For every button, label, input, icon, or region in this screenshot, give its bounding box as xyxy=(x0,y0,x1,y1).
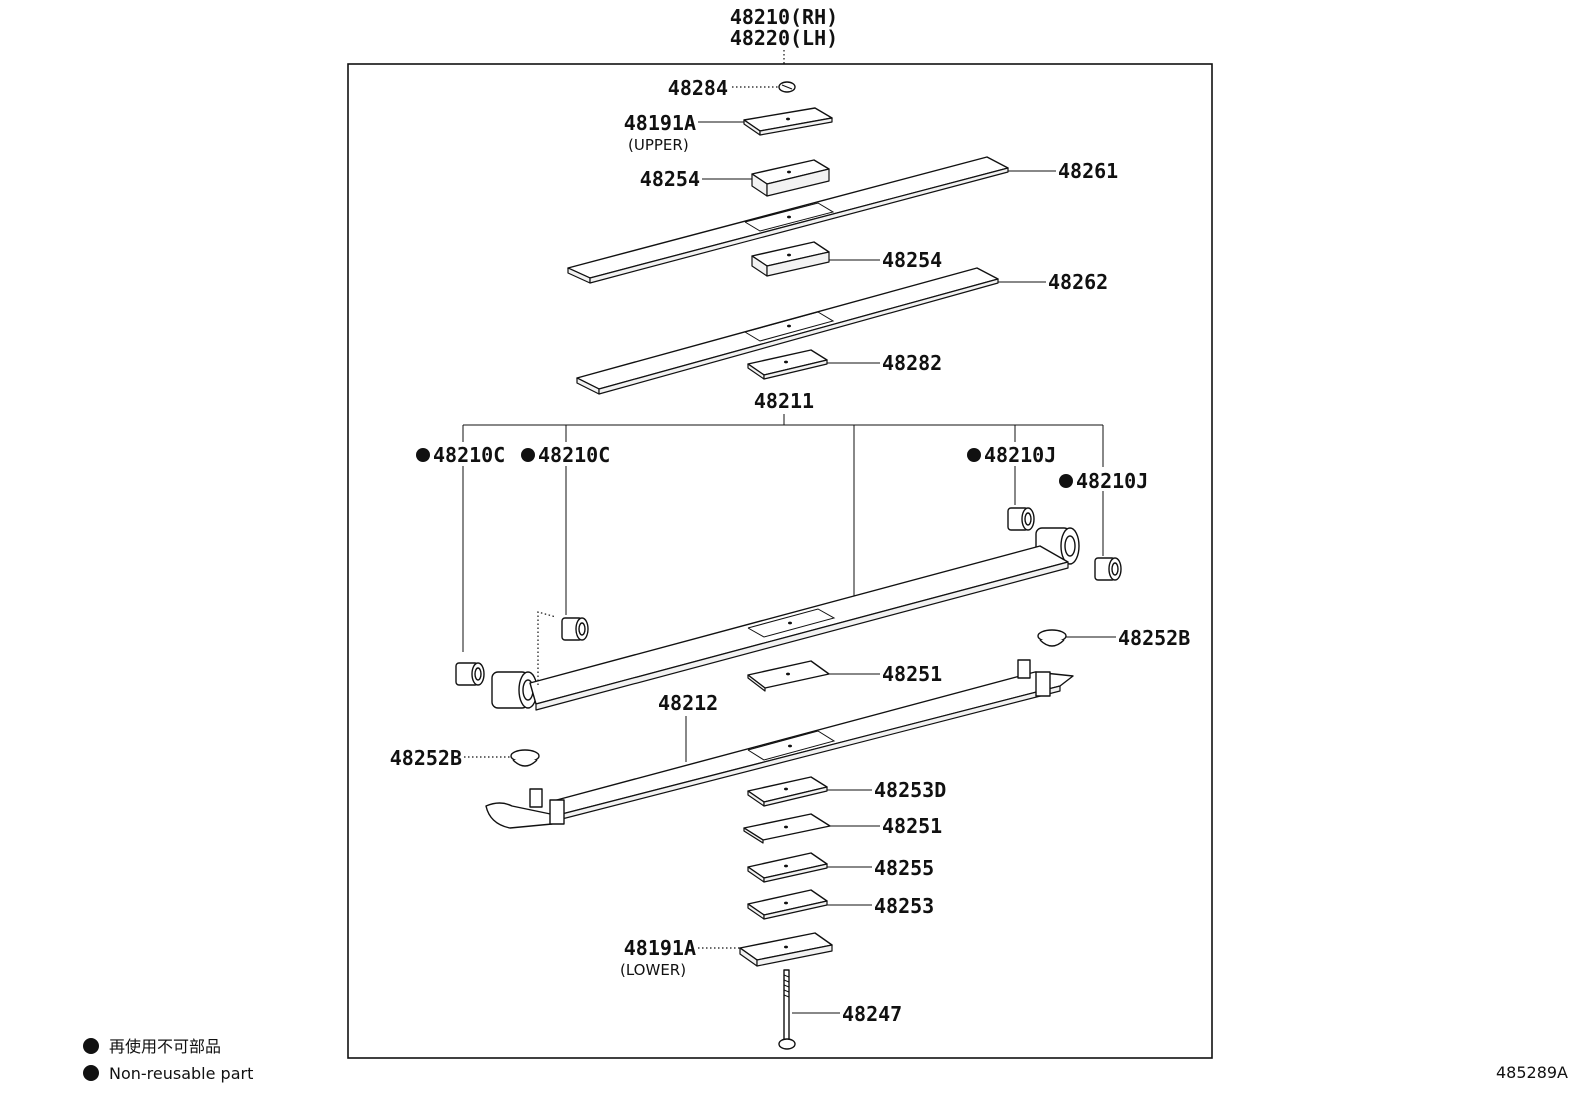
bushing-c-outer-label[interactable]: 48210C xyxy=(433,443,505,467)
spacer-label[interactable]: 48282 xyxy=(882,351,942,375)
non-reusable-mark xyxy=(521,448,535,462)
center-bolt-part xyxy=(778,969,796,1050)
main-leaf-label[interactable]: 48211 xyxy=(754,389,814,413)
liner-upper-part xyxy=(747,660,830,692)
bumper-left-label[interactable]: 48252B xyxy=(390,746,462,770)
plate-55-part xyxy=(747,852,828,883)
plate-55-label[interactable]: 48255 xyxy=(874,856,934,880)
bushing-j-outer-label[interactable]: 48210J xyxy=(1076,469,1148,493)
legend-mark-en xyxy=(83,1065,99,1081)
main-leaf-bracket xyxy=(462,414,1104,598)
upper-seat-part xyxy=(743,107,833,136)
pad-d-part xyxy=(747,776,828,807)
bumper-left-part xyxy=(510,749,540,767)
pad-part xyxy=(747,889,828,920)
bushing-c-inner-label[interactable]: 48210C xyxy=(538,443,610,467)
diagram-code: 485289A xyxy=(1496,1063,1568,1082)
leaf-48261-label[interactable]: 48261 xyxy=(1058,159,1118,183)
bumper-right-part xyxy=(1037,629,1067,647)
liner-upper-label[interactable]: 48251 xyxy=(882,662,942,686)
non-reusable-mark xyxy=(416,448,430,462)
leaf-48261-part xyxy=(567,156,1009,284)
diagram-frame xyxy=(347,63,1213,1059)
bushing-c-inner-part xyxy=(561,617,589,641)
pad-d-label[interactable]: 48253D xyxy=(874,778,946,802)
helper-leaf-part xyxy=(485,659,1074,829)
bushing-c-outer-part xyxy=(455,662,485,686)
main-leaf-part xyxy=(491,527,1080,711)
upper-clip-part xyxy=(751,159,830,197)
lower-seat-part xyxy=(739,932,833,967)
upper-seat-label[interactable]: 48191A xyxy=(624,111,696,135)
bushing-j-inner-part xyxy=(1007,507,1035,531)
assembly-part-rh[interactable]: 48210(RH) xyxy=(730,5,838,29)
non-reusable-mark xyxy=(1059,474,1073,488)
legend-mark-jp xyxy=(83,1038,99,1054)
nut-label[interactable]: 48284 xyxy=(668,76,728,100)
center-bolt-label[interactable]: 48247 xyxy=(842,1002,902,1026)
bushing-j-inner-label[interactable]: 48210J xyxy=(984,443,1056,467)
pad-label[interactable]: 48253 xyxy=(874,894,934,918)
bushing-j-outer-part xyxy=(1094,557,1122,581)
upper-seat-note: (UPPER) xyxy=(628,136,689,154)
assembly-part-lh[interactable]: 48220(LH) xyxy=(730,26,838,50)
non-reusable-mark xyxy=(967,448,981,462)
legend-text-jp: 再使用不可部品 xyxy=(109,1037,221,1056)
bumper-right-label[interactable]: 48252B xyxy=(1118,626,1190,650)
lower-seat-label[interactable]: 48191A xyxy=(624,936,696,960)
upper-clip-label[interactable]: 48254 xyxy=(640,167,700,191)
liner-lower-label[interactable]: 48251 xyxy=(882,814,942,838)
nut-part xyxy=(778,81,796,93)
leaf-48262-label[interactable]: 48262 xyxy=(1048,270,1108,294)
legend-text-en: Non-reusable part xyxy=(109,1064,253,1083)
liner-lower-part xyxy=(743,813,831,844)
spacer-part xyxy=(747,349,828,380)
lower-clip-label[interactable]: 48254 xyxy=(882,248,942,272)
lower-seat-note: (LOWER) xyxy=(620,961,686,979)
leaf-48262-part xyxy=(576,267,999,395)
lower-clip-part xyxy=(751,241,830,277)
helper-leaf-label[interactable]: 48212 xyxy=(658,691,718,715)
